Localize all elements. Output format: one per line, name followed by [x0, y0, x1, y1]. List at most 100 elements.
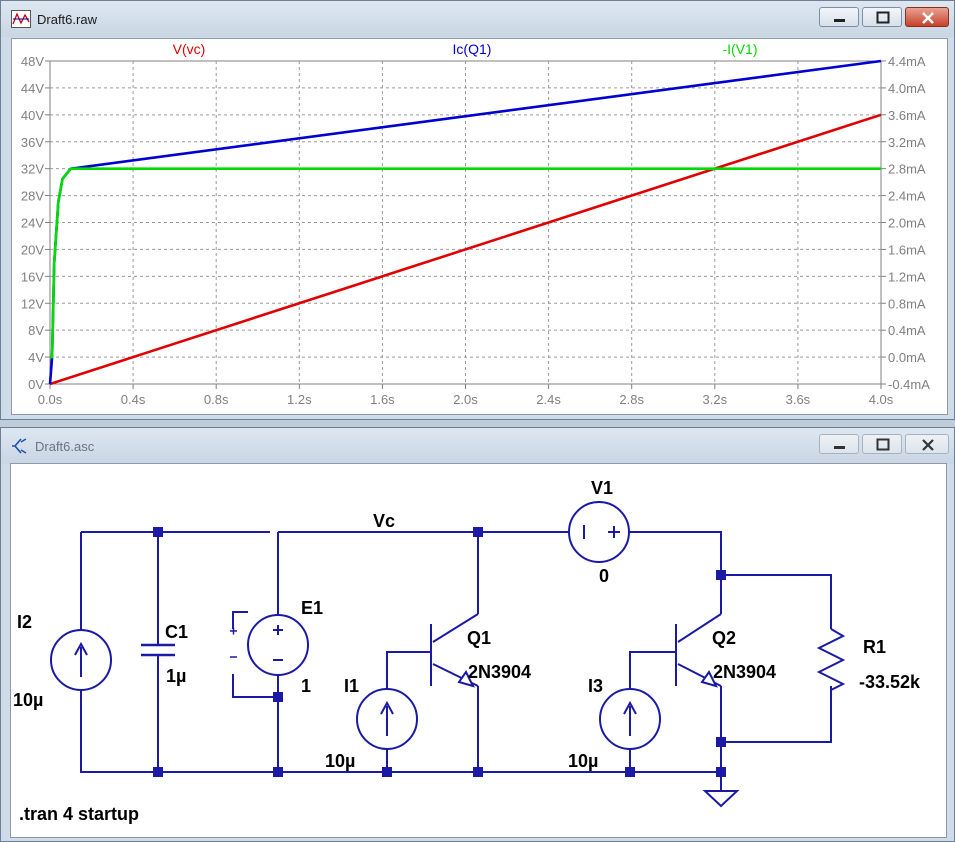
close-button[interactable] [905, 434, 949, 454]
y-right-tick-label: 0.0mA [888, 350, 926, 365]
close-button[interactable] [905, 7, 949, 27]
schematic-titlebar[interactable]: Draft6.asc [1, 428, 954, 464]
r1-resistor-icon[interactable] [816, 628, 846, 691]
y-right-tick-label: 4.4mA [888, 54, 926, 69]
c1-capacitor-icon[interactable] [141, 643, 175, 657]
y-left-tick-label: 48V [21, 54, 44, 69]
chart-legend: V(vc) Ic(Q1) -I(V1) [173, 41, 758, 57]
y-right-tick-label: 0.4mA [888, 323, 926, 338]
y-right-tick-label: 3.2mA [888, 135, 926, 150]
y-right-tick-label: 3.6mA [888, 108, 926, 123]
r1-ref-label: R1 [863, 637, 886, 657]
maximize-icon [876, 11, 890, 24]
junctions [153, 527, 726, 777]
minimize-button[interactable] [819, 434, 859, 454]
legend-entry-icq1[interactable]: Ic(Q1) [453, 41, 492, 57]
y-right-tick-label: 1.6mA [888, 242, 926, 257]
close-icon [922, 12, 934, 24]
waveform-app-icon [11, 10, 31, 28]
y-left-tick-label: 32V [21, 162, 44, 177]
close-icon [922, 439, 934, 451]
y-left-tick-label: 0V [28, 377, 44, 392]
series-line-iv1[interactable] [50, 167, 881, 359]
v1-voltage-source-icon[interactable] [568, 501, 630, 563]
series-line-vvc[interactable] [49, 113, 882, 386]
y-right-tick-label: 2.0mA [888, 216, 926, 231]
minimize-icon [834, 446, 845, 449]
x-tick-label: 1.6s [370, 392, 395, 407]
y-left-tick-label: 12V [21, 296, 44, 311]
i2-value-label: 10µ [13, 690, 43, 710]
legend-entry-vvc[interactable]: V(vc) [173, 41, 206, 57]
y-right-tick-label: 1.2mA [888, 269, 926, 284]
chart-series [48, 59, 882, 386]
x-tick-label: 1.2s [287, 392, 312, 407]
maximize-button[interactable] [862, 7, 902, 27]
y-right-tick-label: -0.4mA [888, 377, 930, 392]
maximize-icon [876, 438, 890, 451]
y-right-tick-label: 0.8mA [888, 296, 926, 311]
c1-value-label: 1µ [166, 666, 186, 686]
y-left-tick-label: 40V [21, 108, 44, 123]
y-right-tick-label: 4.0mA [888, 81, 926, 96]
i3-current-source-icon[interactable] [599, 688, 661, 750]
e1-value-label: 1 [301, 676, 311, 696]
i3-ref-label: I3 [588, 676, 603, 696]
minimize-button[interactable] [819, 7, 859, 27]
y-left-tick-label: 28V [21, 189, 44, 204]
x-tick-label: 0.0s [38, 392, 63, 407]
waveform-window-title: Draft6.raw [37, 12, 97, 27]
waveform-window[interactable]: Draft6.raw 0.0s 0.4s 0.8s 1.2s 1.6s 2.0s 2.4s 2… [0, 0, 955, 420]
e1-ref-label: E1 [301, 598, 323, 618]
schematic-drawing[interactable]: I2 10µ C1 1µ E1 1 Vc I1 10µ Q1 2N3904 V1… [11, 464, 946, 837]
legend-entry-iv1[interactable]: -I(V1) [723, 41, 758, 57]
x-tick-label: 2.8s [619, 392, 644, 407]
chart-axes: 0.0s 0.4s 0.8s 1.2s 1.6s 2.0s 2.4s 2.8s 3.2s 3.6s… [21, 54, 930, 407]
schematic-app-icon [12, 438, 27, 454]
x-tick-label: 4.0s [869, 392, 894, 407]
v1-ref-label: V1 [591, 478, 613, 498]
i1-current-source-icon[interactable] [356, 688, 418, 750]
x-tick-label: 2.0s [453, 392, 478, 407]
y-left-tick-label: 36V [21, 135, 44, 150]
c1-ref-label: C1 [165, 622, 188, 642]
i2-ref-label: I2 [17, 612, 32, 632]
i1-ref-label: I1 [344, 676, 359, 696]
q2-value-label: 2N3904 [713, 662, 776, 682]
q1-ref-label: Q1 [467, 628, 491, 648]
y-left-tick-label: 44V [21, 81, 44, 96]
x-tick-label: 0.8s [204, 392, 229, 407]
v1-value-label: 0 [599, 566, 609, 586]
schematic-canvas[interactable]: I2 10µ C1 1µ E1 1 Vc I1 10µ Q1 2N3904 V1… [10, 463, 947, 838]
ground-icon [702, 782, 740, 808]
x-tick-label: 0.4s [121, 392, 146, 407]
y-left-tick-label: 16V [21, 269, 44, 284]
y-left-tick-label: 24V [21, 216, 44, 231]
y-left-tick-label: 4V [28, 350, 44, 365]
i3-value-label: 10µ [568, 751, 598, 771]
schematic-window-title: Draft6.asc [35, 439, 95, 454]
i2-current-source-icon[interactable] [50, 629, 112, 691]
e1-vcvs-icon[interactable] [230, 614, 309, 676]
q2-npn-transistor-icon[interactable] [675, 613, 722, 688]
maximize-button[interactable] [862, 434, 902, 454]
waveform-chart[interactable]: 0.0s 0.4s 0.8s 1.2s 1.6s 2.0s 2.4s 2.8s 3.2s 3.6s… [12, 39, 947, 414]
q1-value-label: 2N3904 [468, 662, 531, 682]
q2-ref-label: Q2 [712, 628, 736, 648]
y-left-tick-label: 20V [21, 242, 44, 257]
minimize-icon [834, 19, 845, 22]
x-tick-label: 2.4s [536, 392, 561, 407]
y-left-tick-label: 8V [28, 323, 44, 338]
y-right-tick-label: 2.8mA [888, 162, 926, 177]
x-tick-label: 3.2s [703, 392, 728, 407]
y-right-tick-label: 2.4mA [888, 189, 926, 204]
x-tick-label: 3.6s [786, 392, 811, 407]
i1-value-label: 10µ [325, 751, 355, 771]
waveform-titlebar[interactable]: Draft6.raw [1, 1, 954, 37]
spice-directive: .tran 4 startup [19, 804, 139, 824]
chart-grid [49, 60, 882, 385]
r1-value-label: -33.52k [859, 672, 921, 692]
net-label-vc: Vc [373, 511, 395, 531]
q1-npn-transistor-icon[interactable] [430, 613, 479, 688]
waveform-plot-pane[interactable]: 0.0s 0.4s 0.8s 1.2s 1.6s 2.0s 2.4s 2.8s 3.2s 3.6s… [11, 38, 948, 415]
